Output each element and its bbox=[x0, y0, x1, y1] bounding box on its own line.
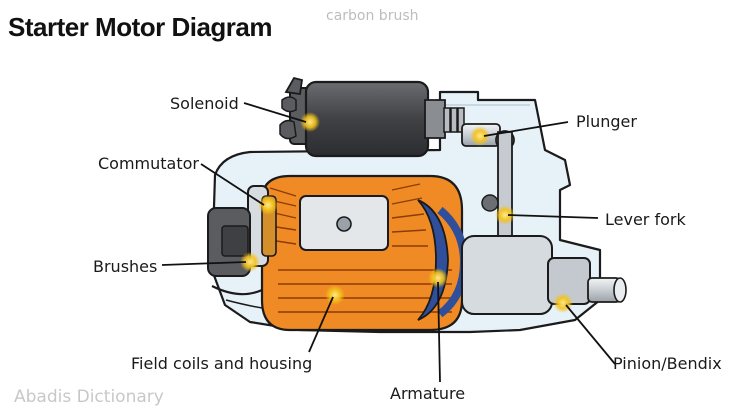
label-brushes: Brushes bbox=[93, 257, 157, 276]
label-field-coils: Field coils and housing bbox=[131, 354, 312, 373]
watermark: Abadis Dictionary bbox=[14, 387, 164, 407]
armature bbox=[260, 174, 469, 332]
page-title: Starter Motor Diagram bbox=[8, 12, 273, 42]
solenoid bbox=[279, 76, 465, 158]
label-pinion-bendix: Pinion/Bendix bbox=[613, 354, 722, 373]
brushes bbox=[207, 207, 263, 296]
leader-lines bbox=[161, 102, 616, 383]
label-commutator: Commutator bbox=[98, 154, 199, 173]
label-plunger: Plunger bbox=[576, 112, 637, 131]
label-solenoid: Solenoid bbox=[170, 94, 239, 113]
image-caption: carbon brush bbox=[326, 8, 419, 24]
pinion-bendix bbox=[461, 235, 627, 315]
label-lever-fork: Lever fork bbox=[605, 210, 686, 229]
highlight-points bbox=[240, 112, 573, 313]
label-armature: Armature bbox=[390, 384, 465, 403]
